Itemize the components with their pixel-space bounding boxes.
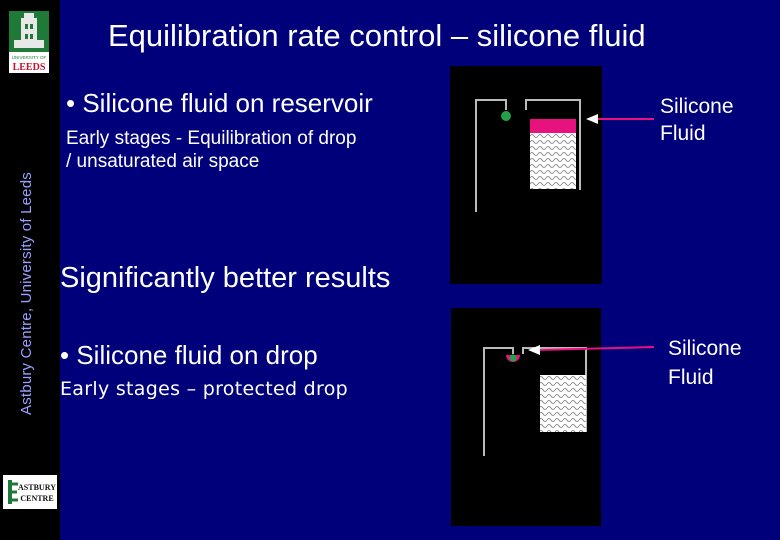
arrow-to-silicone-drop (528, 345, 655, 355)
arrow-to-silicone-layer (586, 114, 654, 124)
drop-reservoir-solution (540, 375, 586, 432)
diagram-drop (451, 308, 601, 526)
diagram-reservoir-drawing (475, 99, 581, 212)
diagram-reservoir (450, 66, 602, 284)
result-text: Significantly better results (60, 262, 391, 294)
label-silicone-fluid-2: Silicone Fluid (668, 337, 742, 389)
diagram-drop-drawing (483, 347, 587, 456)
svg-text:LEEDS: LEEDS (13, 62, 46, 73)
drop-icon (509, 354, 517, 362)
svg-text:ASTBURY: ASTBURY (18, 483, 56, 492)
silicone-layer (530, 119, 576, 133)
drop-well-outline (483, 347, 514, 456)
reservoir-well-outline (475, 99, 507, 212)
svg-text:CENTRE: CENTRE (20, 494, 53, 503)
slide-title: Equilibration rate control – silicone fl… (108, 18, 646, 53)
sidebar: UNIVERSITY OF LEEDS Astbury Centre, Univ… (0, 0, 60, 540)
astbury-centre-logo: ASTBURY CENTRE (3, 475, 57, 509)
reservoir-solution (530, 133, 576, 189)
bullet-drop: • Silicone fluid on drop (60, 340, 318, 370)
svg-text:UNIVERSITY OF: UNIVERSITY OF (12, 55, 47, 60)
detail-drop: Early stages – protected drop (60, 378, 348, 400)
detail-reservoir: Early stages - Equilibration of drop / u… (66, 128, 357, 172)
sidebar-caption: Astbury Centre, University of Leeds (18, 172, 35, 415)
label-silicone-fluid-1: Silicone Fluid (660, 95, 734, 145)
bullet-reservoir: • Silicone fluid on reservoir (66, 88, 373, 118)
drop-icon (501, 111, 511, 121)
university-of-leeds-logo: UNIVERSITY OF LEEDS (9, 11, 49, 73)
